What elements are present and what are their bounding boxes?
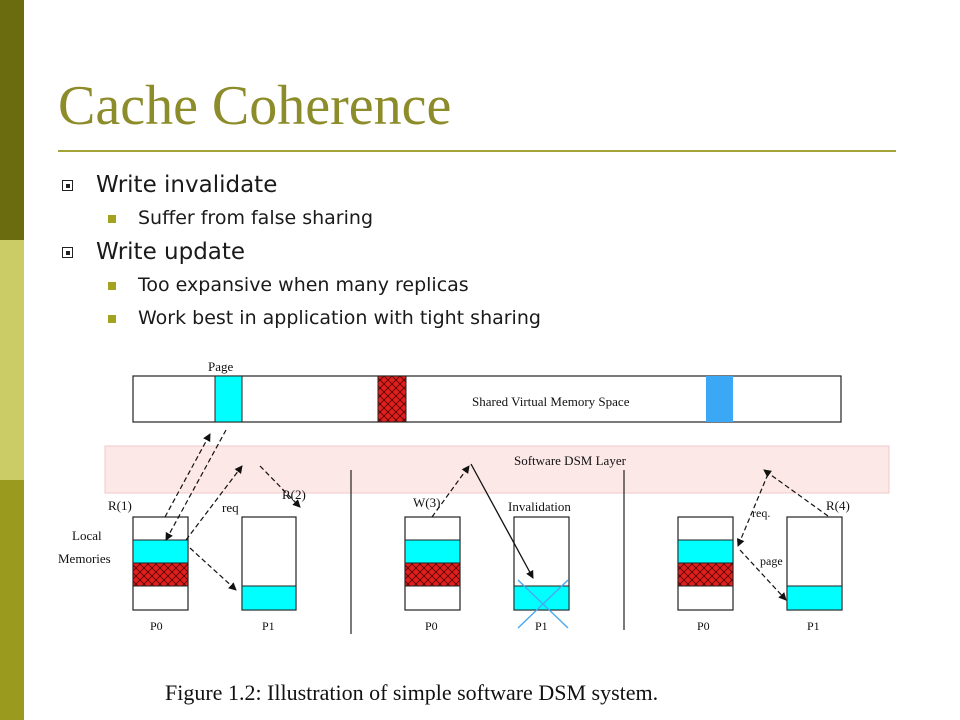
panel-read-remote-page: req. page R(4) P0 P1 [677,469,850,633]
bullet-write-update: Write update [60,235,541,269]
slide-title: Cache Coherence [58,75,452,137]
square-bullet-icon [62,247,73,258]
square-bullet-icon [62,180,73,191]
op-label: R(1) [108,498,132,513]
sub-bullet-text: Suffer from false sharing [138,207,374,229]
page-label: Page [208,359,234,374]
svm-label: Shared Virtual Memory Space [472,394,630,409]
proc-label: P1 [262,619,275,633]
bullet-write-invalidate: Write invalidate [60,168,541,202]
proc-label: P0 [425,619,438,633]
sidebar-segment-bottom [0,480,24,720]
proc-label: P0 [150,619,163,633]
panel-write-invalidation: W(3) Invalidation P0 P1 [404,463,571,633]
proc-label: P1 [807,619,820,633]
sub-bullet-text: Too expansive when many replicas [138,274,469,296]
page-red-hatched [377,375,407,423]
small-square-bullet-icon [108,282,116,290]
dsm-diagram: Page Shared Virtual Memory Space Softwar… [58,359,890,634]
op-label: R(2) [282,487,306,502]
sub-bullet: Work best in application with tight shar… [60,302,541,335]
bullet-text: Write invalidate [96,172,278,198]
local-label: Local [72,528,102,543]
sub-bullet: Suffer from false sharing [60,202,541,235]
proc-label: P0 [697,619,710,633]
sub-bullet: Too expansive when many replicas [60,269,541,302]
dsm-layer-label: Software DSM Layer [514,453,627,468]
panel-read-fault: R(1) req R(2) P0 P1 [108,429,306,633]
dsm-layer-band [104,445,890,494]
op-label: req. [752,506,770,520]
title-divider [58,150,896,152]
page-cyan [214,375,243,423]
small-square-bullet-icon [108,215,116,223]
proc-label: P1 [535,619,548,633]
op-label: Invalidation [508,499,571,514]
op-label: req [222,500,239,515]
memories-label: Memories [58,551,111,566]
op-label: R(4) [826,498,850,513]
sub-bullet-text: Work best in application with tight shar… [138,307,541,329]
bullet-text: Write update [96,239,246,265]
sidebar-segment-middle [0,240,24,480]
shared-virtual-memory-bar [132,375,842,423]
figure-caption: Figure 1.2: Illustration of simple softw… [165,680,659,705]
bullet-list: Write invalidate Suffer from false shari… [60,168,541,335]
sidebar-segment-top [0,0,24,240]
page-blue [706,376,733,422]
op-label: W(3) [413,495,440,510]
small-square-bullet-icon [108,315,116,323]
op-label: page [760,554,783,568]
